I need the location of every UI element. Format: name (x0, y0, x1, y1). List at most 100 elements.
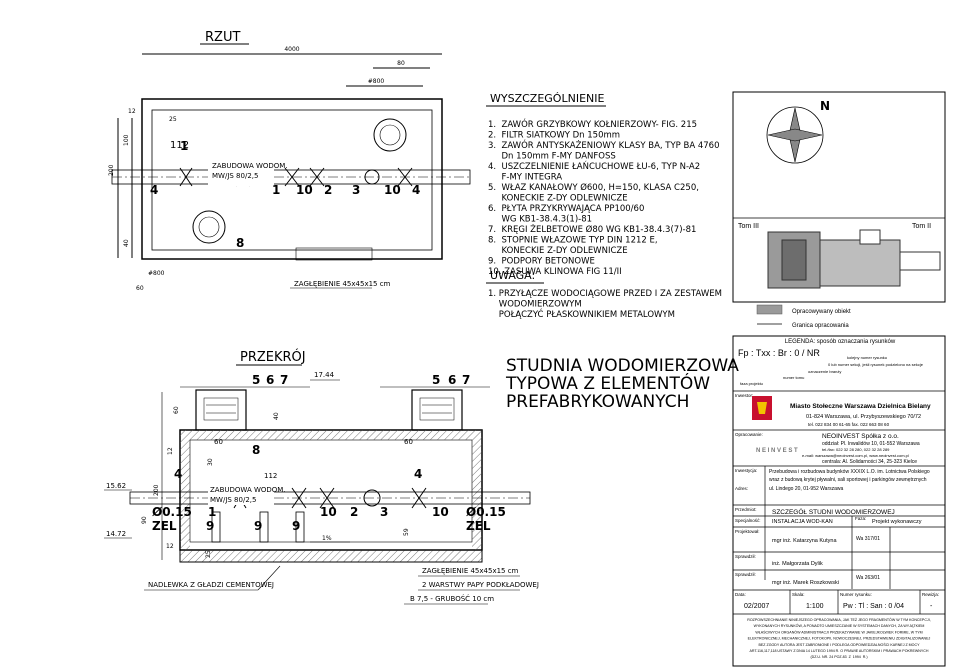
tb-spr2-label: Sprawdził: (735, 572, 756, 577)
tb-kolejny: kolejny numer rysunku (847, 355, 887, 360)
tb-proj-name: mgr inż. Katarzyna Kutyna (772, 538, 837, 544)
plan-item-10a: 10 (296, 183, 313, 197)
dim-800: #800 (368, 78, 385, 85)
tb-inwestor-name: Miasto Stołeczne Warszawa Dzielnica Biel… (790, 403, 931, 410)
sec-zabudowa: ZABUDOWA WODOM. (210, 486, 286, 494)
spec-line-3: Dn 150mm F-MY DANFOSS (488, 152, 616, 162)
tb-spr2-nr: Wa 263/01 (856, 575, 880, 581)
sec-d25: 25 (205, 550, 212, 558)
tb-spec-label: Specjalność: (735, 518, 761, 523)
tb-inwestor-tel: tel. 022 834 00 61-65 fax. 022 663 08 60 (808, 422, 890, 427)
drawing-main-title: STUDNIA WODOMIERZOWA TYPOWA Z ELEMENTÓW … (505, 356, 739, 412)
main-title-line2: TYPOWA Z ELEMENTÓW (505, 372, 710, 394)
tb-rew: - (930, 603, 933, 610)
sec-item-9b: 9 (254, 519, 262, 533)
tb-legenda: LEGENDA: sposób oznaczania rysunków (785, 339, 896, 345)
tb-neo-l2: tel./fax: 022 32 28 280, 022 32 28 289 (822, 447, 890, 452)
copyright-line-3: ELEKTRONICZNEJ, MECHANICZNEJ, FOTOKOPII,… (748, 637, 931, 641)
elev-1562: 15.62 (106, 482, 126, 490)
tb-numer: Pw : Tl : San : 0 /04 (843, 603, 904, 610)
plan-item-10b: 10 (384, 183, 401, 197)
sec-item-7a: 7 (280, 373, 288, 387)
sec-item-7b: 7 (462, 373, 470, 387)
sec-d30: 30 (207, 458, 214, 466)
main-title-line1: STUDNIA WODOMIERZOWA (506, 356, 739, 376)
sec-item-10b: 10 (432, 505, 449, 519)
spec-line-14: 10. ZASUWA KLINOWA FIG 11/II (488, 267, 622, 277)
spec-line-11: 8. STOPNIE WŁAZOWE TYP DIN 1212 E, (488, 236, 658, 246)
tb-adres-label: Adres: (735, 486, 748, 491)
plan-item-8: 8 (236, 236, 244, 250)
sec-d12: 12 (167, 447, 174, 455)
sec-d40: 40 (273, 412, 280, 420)
tb-neo-name: NEOINVEST Spółka z o.o. (822, 433, 899, 440)
tb-inw-label: Inwestycja: (735, 468, 757, 473)
key-map: N Tom III Tom II Opracowywany obiekt Gra… (732, 91, 946, 329)
tb-proj-label: Projektował: (735, 529, 760, 534)
dim-4000: 4000 (284, 46, 299, 53)
tb-faza-val: Projekt wykonawczy (872, 519, 922, 525)
spec-line-2: 3. ZAWÓR ANTYSKAŻENIOWY KLASY BA, TYP BA… (488, 139, 719, 151)
tb-neo-l1: oddział: Pl. Inwalidów 10, 01-552 Warsza… (822, 441, 920, 447)
plan-item-4b: 4 (412, 183, 420, 197)
dim-h40: 40 (123, 239, 130, 247)
elev-1472: 14.72 (106, 530, 126, 538)
tb-inwestor-label: Inwestor: (735, 393, 753, 398)
sec-item-10a: 10 (320, 505, 337, 519)
sec-item-5a: 5 (252, 373, 260, 387)
specification-list: WYSZCZEGÓLNIENIE 1. ZAWÓR GRZYBKOWY KOŁN… (486, 92, 722, 320)
tb-neo-l3: e-mail: warszawa@neoinvest.com.pl, www.n… (802, 453, 909, 458)
legend-boundary: Granica opracowania (792, 323, 849, 329)
tb-code: Fp : Txx : Br : 0 / NR (738, 348, 820, 358)
plan-zabudowa-label: ZABUDOWA WODOM. (212, 162, 288, 170)
sec-item-9a: 9 (206, 519, 214, 533)
north-label: N (820, 99, 830, 113)
copyright-line-6: (DZ.U. NR. 24 POZ.83 Z 1994 R.) (810, 655, 867, 659)
tb-numer-label: Numer rysunku: (840, 592, 872, 597)
zel-right-val: Ø0.15 (466, 505, 506, 519)
elev-top: 17.44 (314, 371, 335, 379)
zel-left-val: Ø0.15 (152, 505, 192, 519)
tb-skala-label: Skala: (792, 592, 805, 597)
note-line-0: 1. PRZYŁĄCZE WODOCIĄGOWE PRZED I ZA ZEST… (488, 289, 722, 299)
sec-item-5b: 5 (432, 373, 440, 387)
sec-slope: 1% (322, 535, 332, 542)
tb-adres: ul. Lindego 20, 01-952 Warszawa (769, 486, 844, 492)
sec-item-6b: 6 (448, 373, 456, 387)
sec-item-8: 8 (252, 443, 260, 457)
legend-object: Opracowywany obiekt (792, 309, 851, 315)
spec-line-0: 1. ZAWÓR GRZYBKOWY KOŁNIERZOWY- FIG. 215 (488, 118, 697, 130)
spec-line-9: WG KB1-38.4.3(1)-81 (488, 215, 592, 225)
tb-neoinvest-logo: N E I N V E S T (756, 448, 798, 454)
plan-item-1b: 1 (272, 183, 280, 197)
spec-line-8: 6. PŁYTA PRZYKRYWAJĄCA PP100/60 (488, 204, 644, 214)
tb-faza: faza projektu (740, 381, 763, 386)
zel-left: ZEL (152, 519, 177, 533)
copyright-line-2: WŁAŚCIWYCH ORGANÓW ADMINISTRACJI PRZEKAZ… (755, 629, 922, 634)
note-line-1: WODOMIERZOWYM (488, 300, 582, 310)
compass-icon (766, 106, 824, 164)
dim-80: 80 (397, 60, 405, 67)
dim-h100: 100 (123, 134, 130, 146)
sec-item-6a: 6 (266, 373, 274, 387)
dim-hatch800: #800 (148, 270, 165, 277)
copyright-line-0: ROZPOWSZECHNIANIE NINIEJSZEGO OPRACOWANI… (747, 617, 930, 622)
sec-mwjs: MW/JS 80/2,5 (210, 496, 256, 504)
spec-line-13: 9. PODPORY BETONOWE (488, 257, 595, 267)
tom-iii-label: Tom III (738, 223, 759, 230)
tb-numer-tomu: numer tomu (783, 375, 804, 380)
note-line-2: POŁĄCZYĆ PŁASKOWNIKIEM METALOWYM (488, 308, 675, 320)
sec-item-9c: 9 (292, 519, 300, 533)
sec-item-4a: 4 (174, 467, 182, 481)
tb-inwestor-addr: 01-824 Warszawa, ul. Przybyszewskiego 70… (806, 414, 921, 420)
dim-h200: 200 (108, 164, 115, 176)
plan-item-4a: 4 (150, 183, 158, 197)
plan-item-3: 3 (352, 183, 360, 197)
tb-proj-nr: Wa 317/01 (856, 536, 880, 542)
plan-title: RZUT (205, 30, 240, 45)
tb-spr2-name: mgr inż. Marek Roszkowski (772, 580, 839, 586)
dim-h60: 60 (136, 285, 144, 292)
title-block: LEGENDA: sposób oznaczania rysunków Fp :… (732, 335, 946, 667)
tb-faza-label: Faza: (855, 516, 866, 521)
